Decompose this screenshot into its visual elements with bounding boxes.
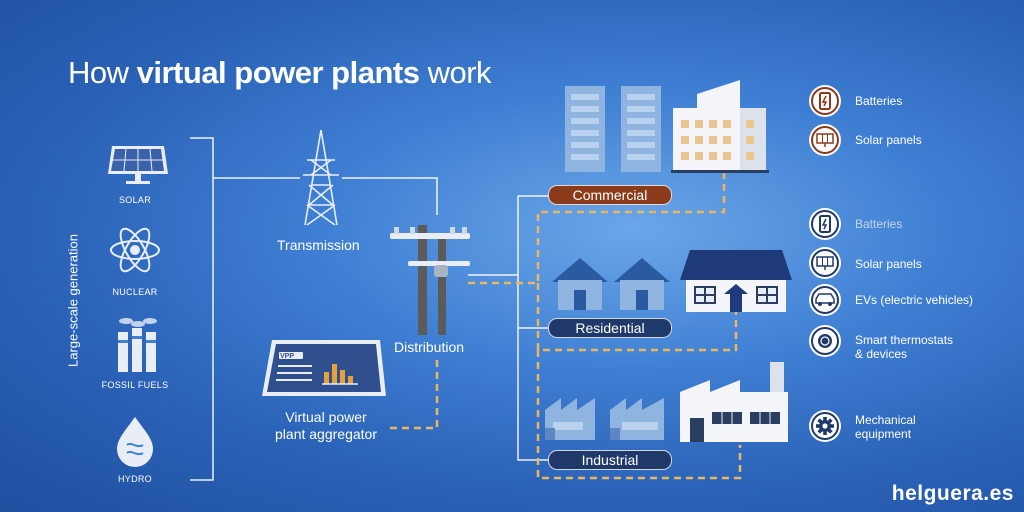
legend-commercial-solar-panels: Solar panels [855,133,922,147]
aggregator-label: Virtual power plant aggregator [275,409,377,442]
transmission-to-distribution-line [342,177,438,215]
watermark: helguera.es [891,482,1014,505]
industrial-sector-pill: Industrial [548,450,672,470]
transmission-label: Transmission [277,237,360,253]
legend-residential-icons [809,208,841,357]
industrial-factories [545,362,788,442]
legend-residential-evs: EVs (electric vehicles) [855,293,974,307]
factory-small-left [545,398,595,440]
solar-panel-icon [809,247,841,279]
legend-residential-thermostats: Smart thermostats & devices [855,333,954,361]
house-small-left [552,258,608,310]
industrial-dashed-line [536,350,742,480]
house-large [680,250,792,312]
commercial-sector-pill: Commercial [548,185,672,205]
water-drop-icon [117,417,153,467]
legend-commercial-batteries: Batteries [855,94,903,108]
legend-commercial-icons [809,85,841,156]
residential-sector-pill: Residential [548,318,672,338]
legend-industrial-icons [809,410,841,442]
legend-residential-batteries: Batteries [855,217,903,231]
vpp-badge: VPP [280,353,295,360]
factory-large [680,362,788,442]
commercial-buildings [565,80,769,173]
battery-icon [809,85,841,117]
vpp-aggregator-screen [262,340,386,396]
distribution-label: Distribution [394,339,465,355]
residential-houses [552,250,792,312]
thermostat-icon [809,325,841,357]
smokestack-icon [118,318,157,372]
atom-icon [110,227,160,273]
office-building-main [671,80,769,173]
aggregator-dashed-line [385,360,439,430]
factory-small-right [610,398,664,440]
office-tower-middle [621,86,661,172]
solar-label: SOLAR [118,195,151,205]
legend-industrial-mechanical: Mechanical equipment [855,413,916,441]
office-tower-left [565,86,605,172]
generation-axis-label: Large-scale generation [65,234,81,367]
house-small-right [614,258,670,310]
commercial-dashed-line [468,172,726,285]
car-icon [809,284,841,316]
transmission-tower-icon [303,129,339,226]
communication-lines [385,172,742,480]
page-title: How virtual power plants work [68,55,492,90]
hydro-label: HYDRO [117,474,152,484]
gear-icon [809,410,841,442]
legend-residential-solar-panels: Solar panels [855,257,922,271]
nuclear-label: NUCLEAR [112,287,158,297]
solar-panel-icon [809,124,841,156]
utility-pole-icon [390,225,470,335]
fossil-fuels-label: FOSSIL FUELS [101,380,169,390]
solar-panel-icon [108,146,168,184]
generation-bracket [190,137,214,481]
battery-icon [809,208,841,240]
